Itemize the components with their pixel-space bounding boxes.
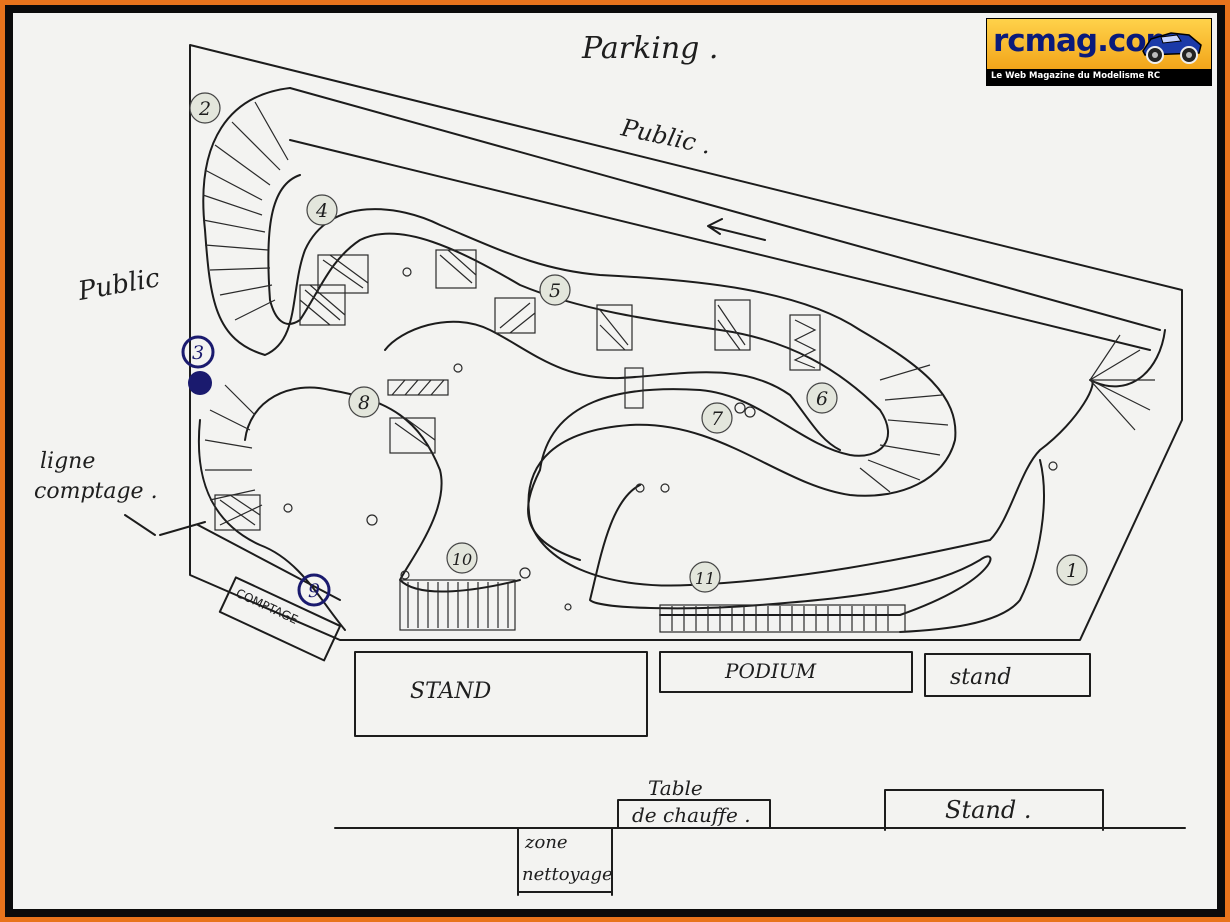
ligne-label-line1: ligne xyxy=(40,449,95,474)
direction-arrow xyxy=(707,218,766,241)
paper-sheet xyxy=(13,13,1217,909)
public-left-label: Public xyxy=(75,263,162,307)
corner-marker-4: 4 xyxy=(306,194,338,226)
main-straight xyxy=(289,87,1161,351)
stand-right-box xyxy=(924,653,1091,697)
corner-circle xyxy=(1056,554,1088,586)
public-top-label: Public . xyxy=(618,113,714,160)
corner-marker-9: 9 xyxy=(297,573,331,607)
curb-turn-2 xyxy=(202,101,289,321)
rc-car-icon xyxy=(1142,32,1202,64)
rcmag-logo: rcmag.com Le Web Magazine du Modelisme R… xyxy=(986,18,1212,86)
zone-label-line2: nettoyage xyxy=(522,864,613,885)
zone-nettoyage-box xyxy=(517,827,613,896)
zone-label-line1: zone xyxy=(524,832,568,853)
hatched-blocks xyxy=(214,249,906,633)
corner-number: 7 xyxy=(711,408,724,430)
track-outline-inner xyxy=(267,174,890,561)
corner-marker-6: 6 xyxy=(806,382,838,414)
parking-label: Parking . xyxy=(581,31,718,66)
ink-blob xyxy=(188,371,212,395)
track-outline-outer xyxy=(202,87,1166,587)
track-infield-4 xyxy=(589,484,992,616)
corner-circle xyxy=(348,386,380,418)
corner-number: 2 xyxy=(198,98,211,120)
corner-circle xyxy=(806,382,838,414)
corner-circle xyxy=(689,561,721,593)
corner-number: 8 xyxy=(358,392,370,414)
stand-left-label: STAND xyxy=(410,679,492,704)
curb-turn-6 xyxy=(859,364,949,493)
corner-number: 6 xyxy=(816,388,828,410)
corner-markers: 1 2 3 4 5 6 7 8 9 10 11 xyxy=(181,92,1088,607)
podium-label: PODIUM xyxy=(724,659,817,683)
corner-circle xyxy=(297,573,331,607)
table-label-line2: de chauffe . xyxy=(632,803,751,827)
corner-marker-2: 2 xyxy=(189,92,221,124)
comptage-box xyxy=(218,576,342,662)
counting-line xyxy=(197,524,341,601)
corner-circle xyxy=(446,542,478,574)
table-chauffe-box xyxy=(617,799,771,829)
logo-banner: rcmag.com xyxy=(987,19,1211,69)
corner-marker-5: 5 xyxy=(539,274,571,306)
podium-box xyxy=(659,651,913,693)
logo-tagline: Le Web Magazine du Modelisme RC xyxy=(991,71,1161,81)
track-infield-3 xyxy=(384,320,841,451)
corner-circle xyxy=(306,194,338,226)
corner-circle xyxy=(701,402,733,434)
stand-bottom-label: Stand . xyxy=(945,796,1031,824)
stand-bottom-box xyxy=(884,789,1104,831)
corner-circle xyxy=(189,92,221,124)
corner-marker-10: 10 xyxy=(446,542,478,574)
track-return xyxy=(899,459,1045,633)
track-infield-2 xyxy=(197,419,346,631)
counting-line-pointer xyxy=(124,514,206,536)
track-markers xyxy=(283,267,1058,611)
corner-marker-8: 8 xyxy=(348,386,380,418)
circuit-boundary xyxy=(189,44,1183,641)
corner-number: 9 xyxy=(308,580,320,602)
corner-number: 4 xyxy=(315,200,328,222)
corner-marker-1: 1 xyxy=(1056,554,1088,586)
stand-left-box xyxy=(354,651,648,737)
corner-number: 10 xyxy=(452,550,472,569)
corner-number: 11 xyxy=(695,569,715,588)
corner-marker-11: 11 xyxy=(689,561,721,593)
ligne-label-line2: comptage . xyxy=(34,479,158,504)
corner-circle xyxy=(181,335,215,369)
corner-marker-7: 7 xyxy=(701,402,733,434)
corner-marker-3: 3 xyxy=(181,335,215,369)
corner-number: 1 xyxy=(1066,560,1078,582)
corner-number: 5 xyxy=(549,280,561,302)
stand-right-label: stand xyxy=(950,665,1012,690)
corner-circle xyxy=(539,274,571,306)
track-infield-1 xyxy=(244,386,521,593)
corner-number: 3 xyxy=(192,342,204,364)
curb-turn-1 xyxy=(1089,334,1155,431)
table-label-line1: Table xyxy=(648,776,703,800)
